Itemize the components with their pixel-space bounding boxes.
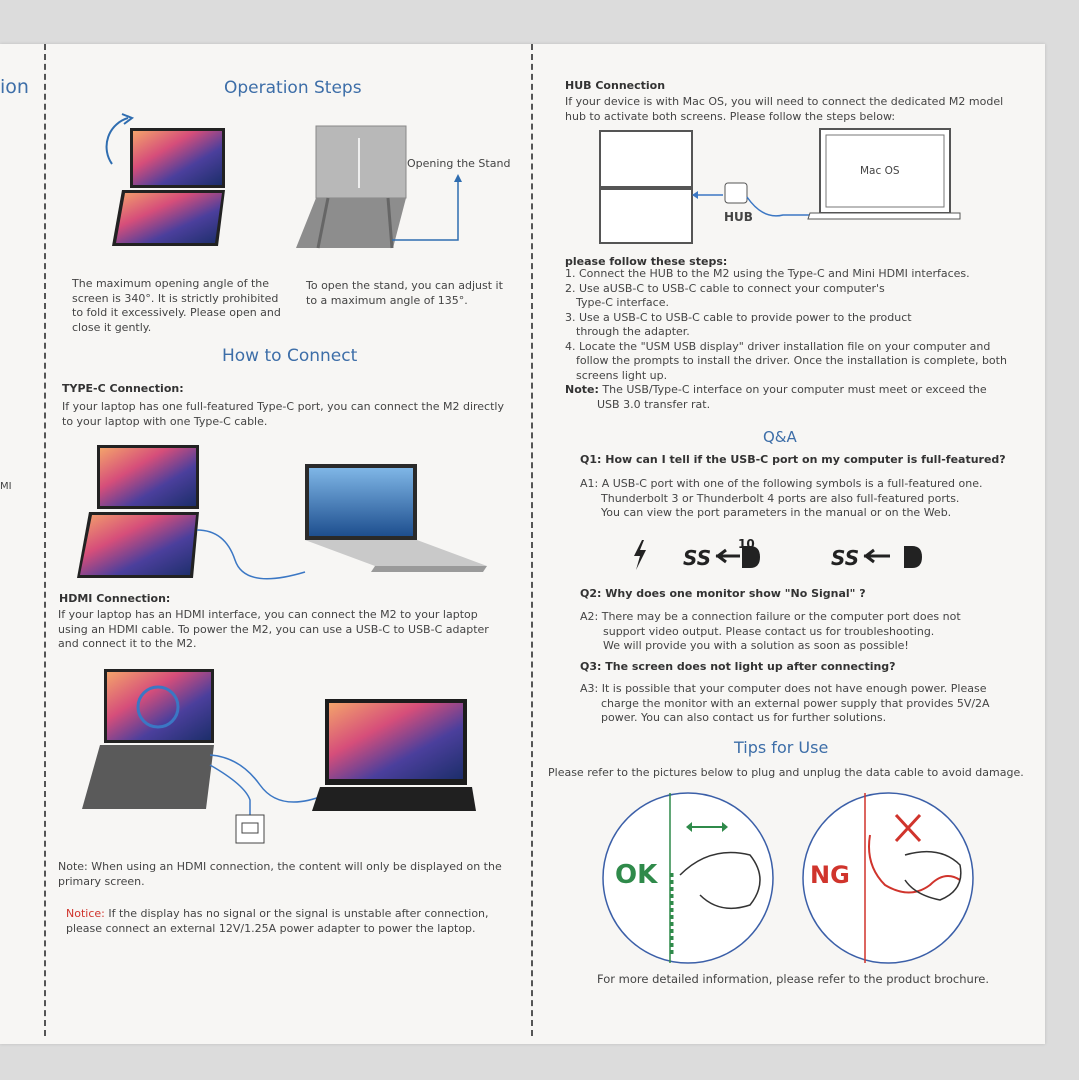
partial-title: ion — [0, 76, 29, 98]
stand-label: Opening the Stand — [407, 157, 511, 170]
how-to-connect-title: How to Connect — [222, 346, 358, 366]
hub-label: HUB — [724, 210, 753, 224]
step-4a: 4. Locate the "USM USB display" driver i… — [565, 339, 991, 353]
hub-connection-illustration — [599, 128, 961, 244]
thunderbolt-icon — [634, 540, 646, 570]
notice-text: If the display has no signal or the sign… — [66, 907, 489, 935]
note-text: When using an HDMI connection, the conte… — [58, 860, 502, 888]
a3-line-c: power. You can also contact us for furth… — [601, 711, 887, 724]
stand-caption: To open the stand, you can adjust it to … — [306, 279, 503, 307]
step-3b: through the adapter. — [576, 325, 690, 338]
fold-line-left — [44, 44, 46, 1036]
a2-line-b: support video output. Please contact us … — [603, 624, 935, 638]
displayport-icon-2 — [904, 546, 922, 568]
a2-line-a: There may be a connection failure or the… — [601, 610, 961, 623]
hub-heading: HUB Connection — [565, 79, 666, 92]
a3-line-b: charge the monitor with an external powe… — [601, 696, 990, 710]
steps-note-label: Note: — [565, 383, 599, 396]
qa-title: Q&A — [763, 428, 797, 446]
step-4b: follow the prompts to install the driver… — [576, 354, 1007, 367]
tips-title: Tips for Use — [734, 738, 829, 757]
a3: A3: It is possible that your computer do… — [580, 682, 1010, 726]
ss-symbol: SS — [831, 546, 859, 570]
footer-text: For more detailed information, please re… — [597, 972, 990, 986]
step-2b: Type-C interface. — [576, 296, 669, 309]
step-1: 1. Connect the HUB to the M2 using the T… — [565, 267, 970, 280]
a1-line-a: A USB-C port with one of the following s… — [601, 477, 983, 490]
operation-steps-title: Operation Steps — [224, 78, 362, 98]
a1-line-c: You can view the port parameters in the … — [601, 506, 952, 519]
q3: Q3: The screen does not light up after c… — [580, 660, 896, 673]
typec-connection-illustration — [77, 445, 487, 580]
a1: A1: A USB-C port with one of the followi… — [580, 477, 1010, 521]
notice-label: Notice: — [66, 907, 105, 920]
fold-line-middle — [531, 44, 533, 1036]
hdmi-note: Note: When using an HDMI connection, the… — [58, 860, 508, 889]
step-2a: 2. Use aUSB-C to USB-C cable to connect … — [565, 281, 885, 295]
ng-circle — [802, 792, 974, 964]
displayport-icon-1 — [742, 546, 760, 568]
ok-label: OK — [615, 860, 658, 890]
ng-label: NG — [810, 861, 850, 889]
usb-symbols-row: SS 10 SS — [634, 537, 922, 570]
step-4c: screens light up. — [576, 368, 668, 382]
stand-illustration — [296, 125, 462, 249]
note-label: Note: — [58, 860, 88, 873]
macos-label: Mac OS — [860, 165, 900, 177]
a1-line-b: Thunderbolt 3 or Thunderbolt 4 ports are… — [601, 491, 960, 505]
a3-label: A3: — [580, 682, 599, 695]
hdmi-text: If your laptop has an HDMI interface, yo… — [58, 608, 489, 650]
hub-text: If your device is with Mac OS, you will … — [565, 95, 1004, 123]
hdmi-heading: HDMI Connection: — [59, 592, 171, 605]
a3-line-a: It is possible that your computer does n… — [601, 682, 987, 695]
a2: A2: There may be a connection failure or… — [580, 610, 1010, 654]
angle-caption: The maximum opening angle of the screen … — [72, 277, 281, 334]
hdmi-connection-illustration — [82, 669, 476, 844]
a2-label: A2: — [580, 610, 599, 623]
step-3a: 3. Use a USB-C to USB-C cable to provide… — [565, 310, 912, 324]
a2-line-c: We will provide you with a solution as s… — [603, 639, 909, 652]
steps-list: 1. Connect the HUB to the M2 using the T… — [565, 267, 1025, 412]
tips-text: Please refer to the pictures below to pl… — [548, 766, 1024, 779]
typec-text: If your laptop has one full-featured Typ… — [62, 400, 504, 428]
steps-note-b: USB 3.0 transfer rat. — [597, 397, 711, 411]
a1-label: A1: — [580, 477, 599, 490]
q1: Q1: How can I tell if the USB-C port on … — [580, 453, 1006, 466]
steps-heading: please follow these steps: — [565, 255, 728, 268]
typec-heading: TYPE-C Connection: — [62, 382, 184, 395]
dual-screen-open-illustration — [105, 113, 225, 246]
plug-tips-illustration: OK NG — [602, 792, 974, 964]
ok-circle — [602, 792, 774, 964]
partial-text: MI — [0, 481, 12, 492]
q2: Q2: Why does one monitor show "No Signal… — [580, 587, 866, 600]
notice: Notice: If the display has no signal or … — [66, 907, 514, 936]
ss-10-symbol: SS — [683, 546, 711, 570]
steps-note-a: The USB/Type-C interface on your compute… — [602, 383, 987, 396]
